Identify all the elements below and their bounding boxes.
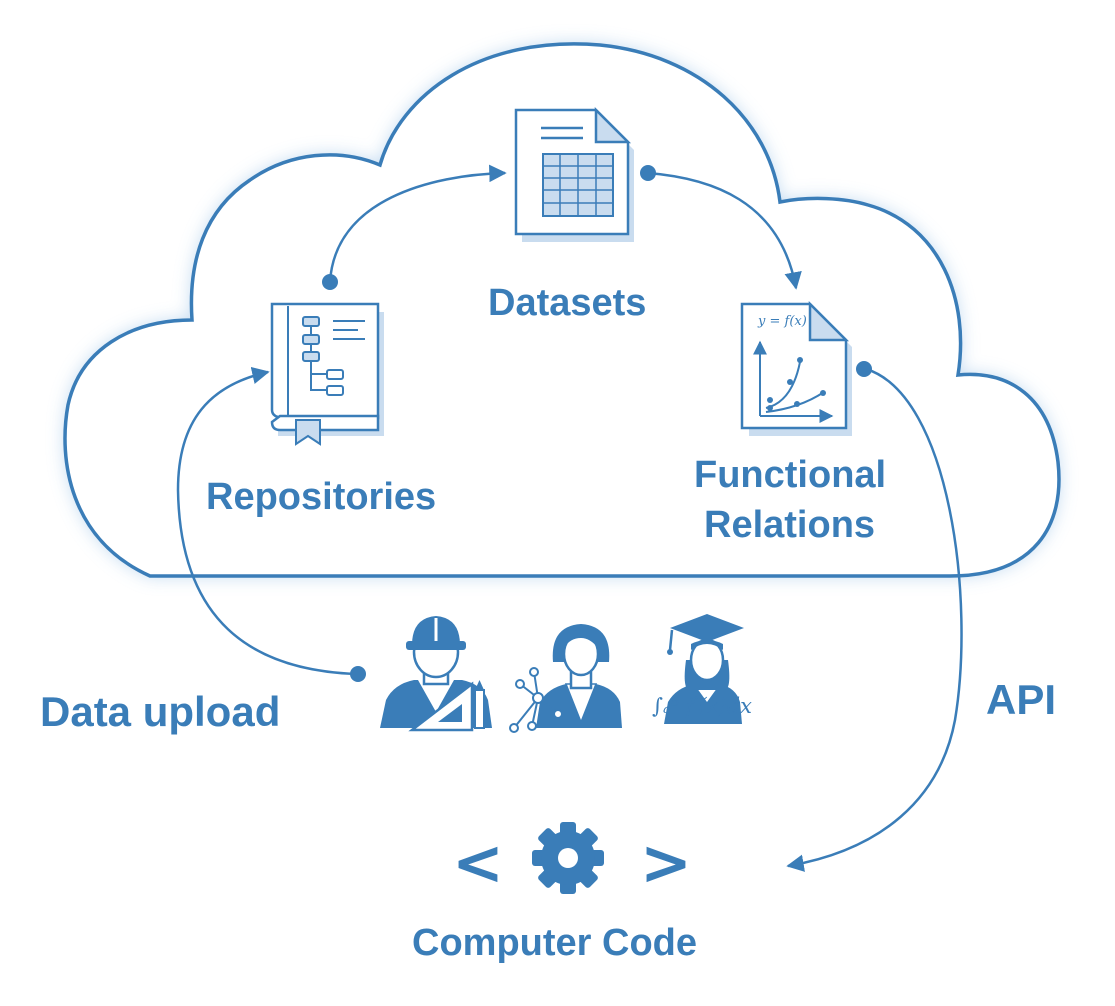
data-upload-start-dot bbox=[350, 666, 366, 682]
data-upload-arrow bbox=[176, 366, 357, 676]
repo-to-datasets-arrow bbox=[328, 164, 507, 283]
spreadsheet-document-icon bbox=[514, 106, 634, 242]
cloud bbox=[63, 42, 1061, 578]
datasets-to-functional-start-dot bbox=[640, 165, 656, 181]
open-angle-bracket: < bbox=[452, 826, 504, 899]
functional-relations-label-line1: Functional bbox=[694, 454, 887, 496]
integral-formula-label: ∫ₐᵇ f′(x)dx bbox=[652, 694, 752, 718]
api-start-dot bbox=[856, 361, 872, 377]
computer-code-label: Computer Code bbox=[412, 922, 697, 964]
datasets-label: Datasets bbox=[488, 282, 647, 324]
scientist-icon bbox=[509, 624, 622, 733]
flow-arrows bbox=[176, 164, 963, 872]
gear-icon bbox=[532, 822, 604, 894]
repositories-label: Repositories bbox=[206, 476, 437, 518]
data-upload-label: Data upload bbox=[40, 688, 281, 735]
api-label: API bbox=[986, 676, 1057, 723]
function-graph-document-icon bbox=[740, 300, 852, 436]
datasets-to-functional-arrow bbox=[647, 171, 802, 290]
close-angle-bracket: > bbox=[640, 826, 692, 899]
book-repository-icon bbox=[270, 302, 384, 446]
function-graph-label: y = f(x) bbox=[758, 314, 807, 329]
graduate-icon bbox=[664, 614, 744, 724]
engineer-icon bbox=[380, 616, 492, 732]
api-arrow bbox=[786, 367, 963, 872]
functional-relations-label-line2: Relations bbox=[704, 504, 876, 546]
repo-to-datasets-start-dot bbox=[322, 274, 338, 290]
